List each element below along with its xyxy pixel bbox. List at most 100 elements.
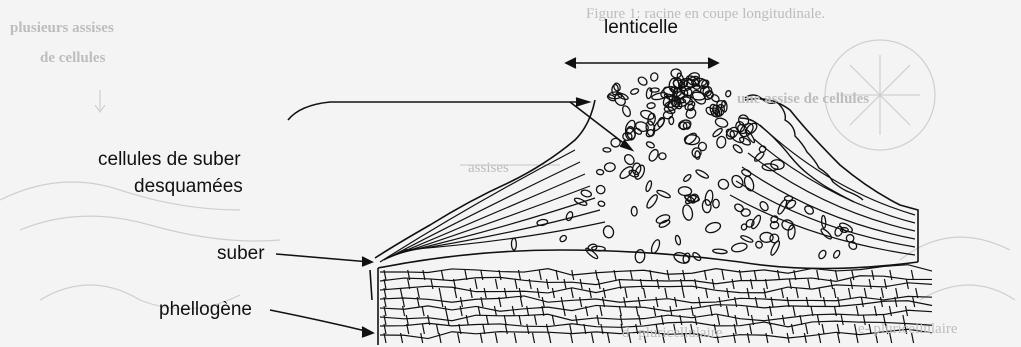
cell-wall	[747, 306, 749, 316]
loose-cell	[650, 239, 661, 255]
loose-cell	[647, 148, 660, 163]
cell-wall	[597, 315, 599, 325]
cell-wall	[495, 279, 497, 289]
cell-wall	[793, 306, 795, 316]
cell-wall	[422, 306, 424, 316]
loose-cell	[817, 249, 827, 260]
cell-wall	[855, 324, 857, 334]
cell-wall	[436, 324, 438, 334]
loose-cell	[565, 211, 574, 222]
label-cellules-line1: cellules de suber	[98, 149, 241, 171]
cell-wall	[654, 306, 656, 316]
cell-row	[396, 198, 595, 254]
cell-wall	[667, 270, 669, 280]
loose-cell	[592, 246, 606, 251]
loose-cell	[675, 235, 682, 245]
cell-wall	[808, 279, 810, 289]
cell-wall	[441, 270, 443, 280]
label-suber: suber	[217, 243, 265, 265]
loose-cell	[698, 142, 708, 152]
cell-wall	[384, 306, 386, 316]
cell-wall	[527, 306, 529, 316]
cell-wall	[638, 297, 640, 307]
cell-wall	[704, 270, 706, 280]
cell-wall	[504, 288, 506, 298]
loose-cell	[602, 225, 614, 239]
cell-wall	[781, 288, 783, 298]
cell-wall	[620, 315, 622, 325]
loose-cell	[559, 234, 568, 243]
cell-wall	[564, 279, 566, 289]
loose-cell	[750, 214, 762, 230]
cell-wall	[445, 306, 447, 316]
cellules-pointer-arrow	[288, 98, 632, 150]
cell-wall	[520, 297, 522, 307]
cell-wall	[480, 333, 482, 343]
cell-wall	[431, 279, 433, 289]
loose-cell	[714, 117, 729, 129]
cell-wall	[422, 324, 424, 334]
cell-wall	[439, 288, 441, 298]
loose-cell	[596, 169, 604, 175]
cell-wall	[804, 333, 806, 343]
loose-cell	[656, 189, 671, 199]
cell-wall	[537, 288, 539, 298]
loose-cell	[684, 135, 699, 145]
cell-wall	[872, 270, 874, 280]
cell-wall	[515, 279, 517, 289]
cell-wall	[603, 288, 605, 298]
cell-wall	[460, 297, 462, 307]
loose-cell	[603, 147, 611, 152]
cell-wall	[691, 306, 693, 316]
cell-wall	[911, 270, 913, 280]
cell-wall	[771, 297, 773, 307]
loose-cell	[635, 249, 646, 263]
cell-wall	[571, 288, 573, 298]
cell-wall	[881, 288, 883, 298]
loose-cell	[681, 204, 693, 221]
cell-wall	[455, 288, 457, 298]
cell-wall	[608, 333, 610, 343]
loose-cell	[613, 82, 621, 92]
cell-wall	[819, 288, 821, 298]
cell-wall	[534, 315, 536, 325]
cell-wall	[754, 270, 756, 280]
cell-wall	[571, 333, 573, 343]
loose-cell	[732, 143, 744, 154]
lenticelle-double-arrow	[566, 58, 718, 68]
cell-wall	[600, 306, 602, 316]
cell-wall	[852, 270, 854, 280]
cell-wall	[495, 333, 497, 343]
cell-wall	[505, 324, 507, 334]
cell-wall	[542, 297, 544, 307]
cell-wall	[735, 315, 737, 325]
loose-cell	[659, 153, 666, 160]
cell-wall	[889, 306, 891, 316]
cell-wall	[850, 279, 852, 289]
cell-wall	[400, 288, 402, 298]
loose-cell	[537, 219, 548, 226]
cell-wall	[580, 279, 582, 289]
cell-row	[742, 167, 915, 239]
cell-wall	[533, 333, 535, 343]
loose-cell	[741, 209, 750, 216]
loose-cell	[657, 117, 666, 128]
loose-cell	[618, 165, 634, 181]
loose-cell	[640, 109, 656, 121]
loose-cell	[651, 91, 668, 100]
loose-cell	[713, 249, 728, 255]
cell-wall	[838, 333, 840, 343]
cell-wall	[822, 324, 824, 334]
loose-cell	[768, 232, 780, 244]
cell-wall	[639, 315, 641, 325]
cell-wall	[732, 279, 734, 289]
cell-wall	[619, 306, 621, 316]
cell-wall	[675, 297, 677, 307]
cell-wall	[514, 333, 516, 343]
loose-cell	[645, 180, 653, 192]
label-lenticelle: lenticelle	[604, 17, 678, 39]
cell-wall	[665, 288, 667, 298]
cell-wall	[722, 270, 724, 280]
cell-wall	[552, 315, 554, 325]
